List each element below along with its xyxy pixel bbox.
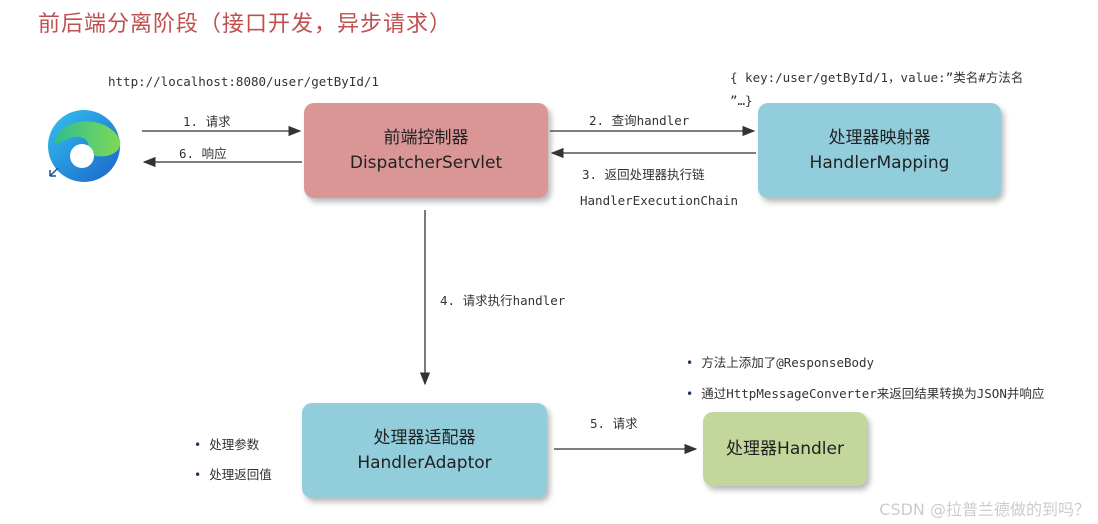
edge-browser-icon[interactable] (44, 106, 128, 186)
adaptor-note-2: • 处理返回值 (194, 464, 272, 483)
dispatcher-servlet-title: 前端控制器 (383, 127, 469, 148)
handler-adaptor-title: 处理器适配器 (373, 427, 476, 448)
bullet-icon: • (194, 468, 202, 482)
bullet-icon: • (194, 438, 202, 452)
handler-map-note-line1: { key:/user/getById/1，value:”类名#方法名 (730, 70, 1024, 85)
handler-note-1: • 方法上添加了@ResponseBody (686, 352, 874, 371)
dispatcher-servlet-box: 前端控制器 DispatcherServlet (304, 103, 548, 198)
handler-mapping-title: 处理器映射器 (828, 127, 931, 148)
handler-mapping-name: HandlerMapping (809, 152, 950, 173)
bullet-icon: • (686, 387, 694, 401)
handler-map-note-line2: ”…} (730, 93, 753, 108)
label-execute-handler: 4. 请求执行handler (440, 293, 566, 308)
handler-adaptor-box: 处理器适配器 HandlerAdaptor (302, 403, 547, 498)
label-query-handler: 2. 查询handler (589, 113, 690, 128)
handler-note-2: • 通过HttpMessageConverter来返回结果转换为JSON并响应 (686, 383, 1044, 402)
label-return-chain-2: HandlerExecutionChain (580, 193, 739, 208)
handler-title: 处理器Handler (726, 438, 844, 459)
label-request-handler: 5. 请求 (590, 416, 638, 431)
adaptor-note-1-text: 处理参数 (209, 437, 260, 452)
bullet-icon: • (686, 356, 694, 370)
handler-mapping-box: 处理器映射器 HandlerMapping (758, 103, 1001, 198)
adaptor-note-2-text: 处理返回值 (209, 467, 272, 482)
handler-box: 处理器Handler (703, 412, 867, 486)
label-request: 1. 请求 (183, 114, 231, 129)
label-response: 6. 响应 (179, 146, 227, 161)
watermark: CSDN @拉普兰德做的到吗？ (879, 500, 1090, 519)
dispatcher-servlet-name: DispatcherServlet (349, 152, 503, 173)
handler-adaptor-name: HandlerAdaptor (357, 452, 492, 473)
label-return-chain-1: 3. 返回处理器执行链 (582, 167, 705, 182)
page-title: 前后端分离阶段（接口开发，异步请求） (38, 12, 453, 37)
browser-url-label: http://localhost:8080/user/getById/1 (108, 74, 379, 89)
handler-note-1-text: 方法上添加了@ResponseBody (701, 355, 875, 370)
handler-note-2-text: 通过HttpMessageConverter来返回结果转换为JSON并响应 (701, 386, 1045, 401)
adaptor-note-1: • 处理参数 (194, 434, 259, 453)
